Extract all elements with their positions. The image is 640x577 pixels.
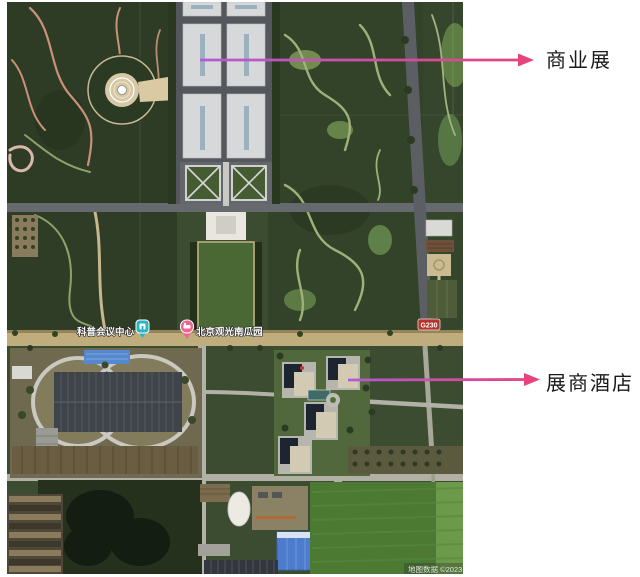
graticule-lines <box>139 2 463 330</box>
poi-convention-center-label: 科普会议中心 <box>77 326 135 338</box>
attribution-text: 地图数据 ©2023 <box>408 564 462 574</box>
white-dome <box>227 491 251 527</box>
road-trees <box>27 36 443 351</box>
crop-rows <box>12 446 198 474</box>
attraction-pin-icon <box>180 319 194 339</box>
greenhouse-rows <box>7 494 63 574</box>
blue-warehouse <box>276 531 314 571</box>
road-badge-label: G230 <box>420 323 437 330</box>
hall-skylights <box>191 5 257 150</box>
hotel-cluster <box>274 350 376 476</box>
amphitheater <box>86 54 176 126</box>
road-badge-g230: G230 <box>417 318 441 331</box>
satellite-map-svg: 科普会议中心 北京观光南瓜园 G230 <box>7 2 463 574</box>
exhibition-complex <box>168 2 280 206</box>
hotel-buildings <box>280 358 358 472</box>
satellite-map-image: 科普会议中心 北京观光南瓜园 G230 <box>7 2 463 574</box>
map-attribution: 地图数据 ©2023 <box>404 563 463 574</box>
bottom-structures <box>198 484 314 574</box>
annotation-label-exhibitor-hotel: 展商酒店 <box>546 373 634 395</box>
poi-pumpkin-garden: 北京观光南瓜园 <box>180 319 263 339</box>
convention-center-pin-icon <box>135 319 150 338</box>
poi-pumpkin-garden-label: 北京观光南瓜园 <box>196 326 263 338</box>
pond <box>38 480 202 574</box>
annotation-label-commercial-exhibition: 商业展 <box>546 50 612 72</box>
right-roadside-buildings <box>425 219 457 318</box>
field-bottom-right <box>310 446 463 574</box>
orchard-grid <box>12 215 38 257</box>
poi-convention-center: 科普会议中心 <box>76 319 150 339</box>
plaza-and-lawn <box>190 212 262 331</box>
main-road <box>7 330 463 346</box>
park-paths <box>8 6 161 332</box>
